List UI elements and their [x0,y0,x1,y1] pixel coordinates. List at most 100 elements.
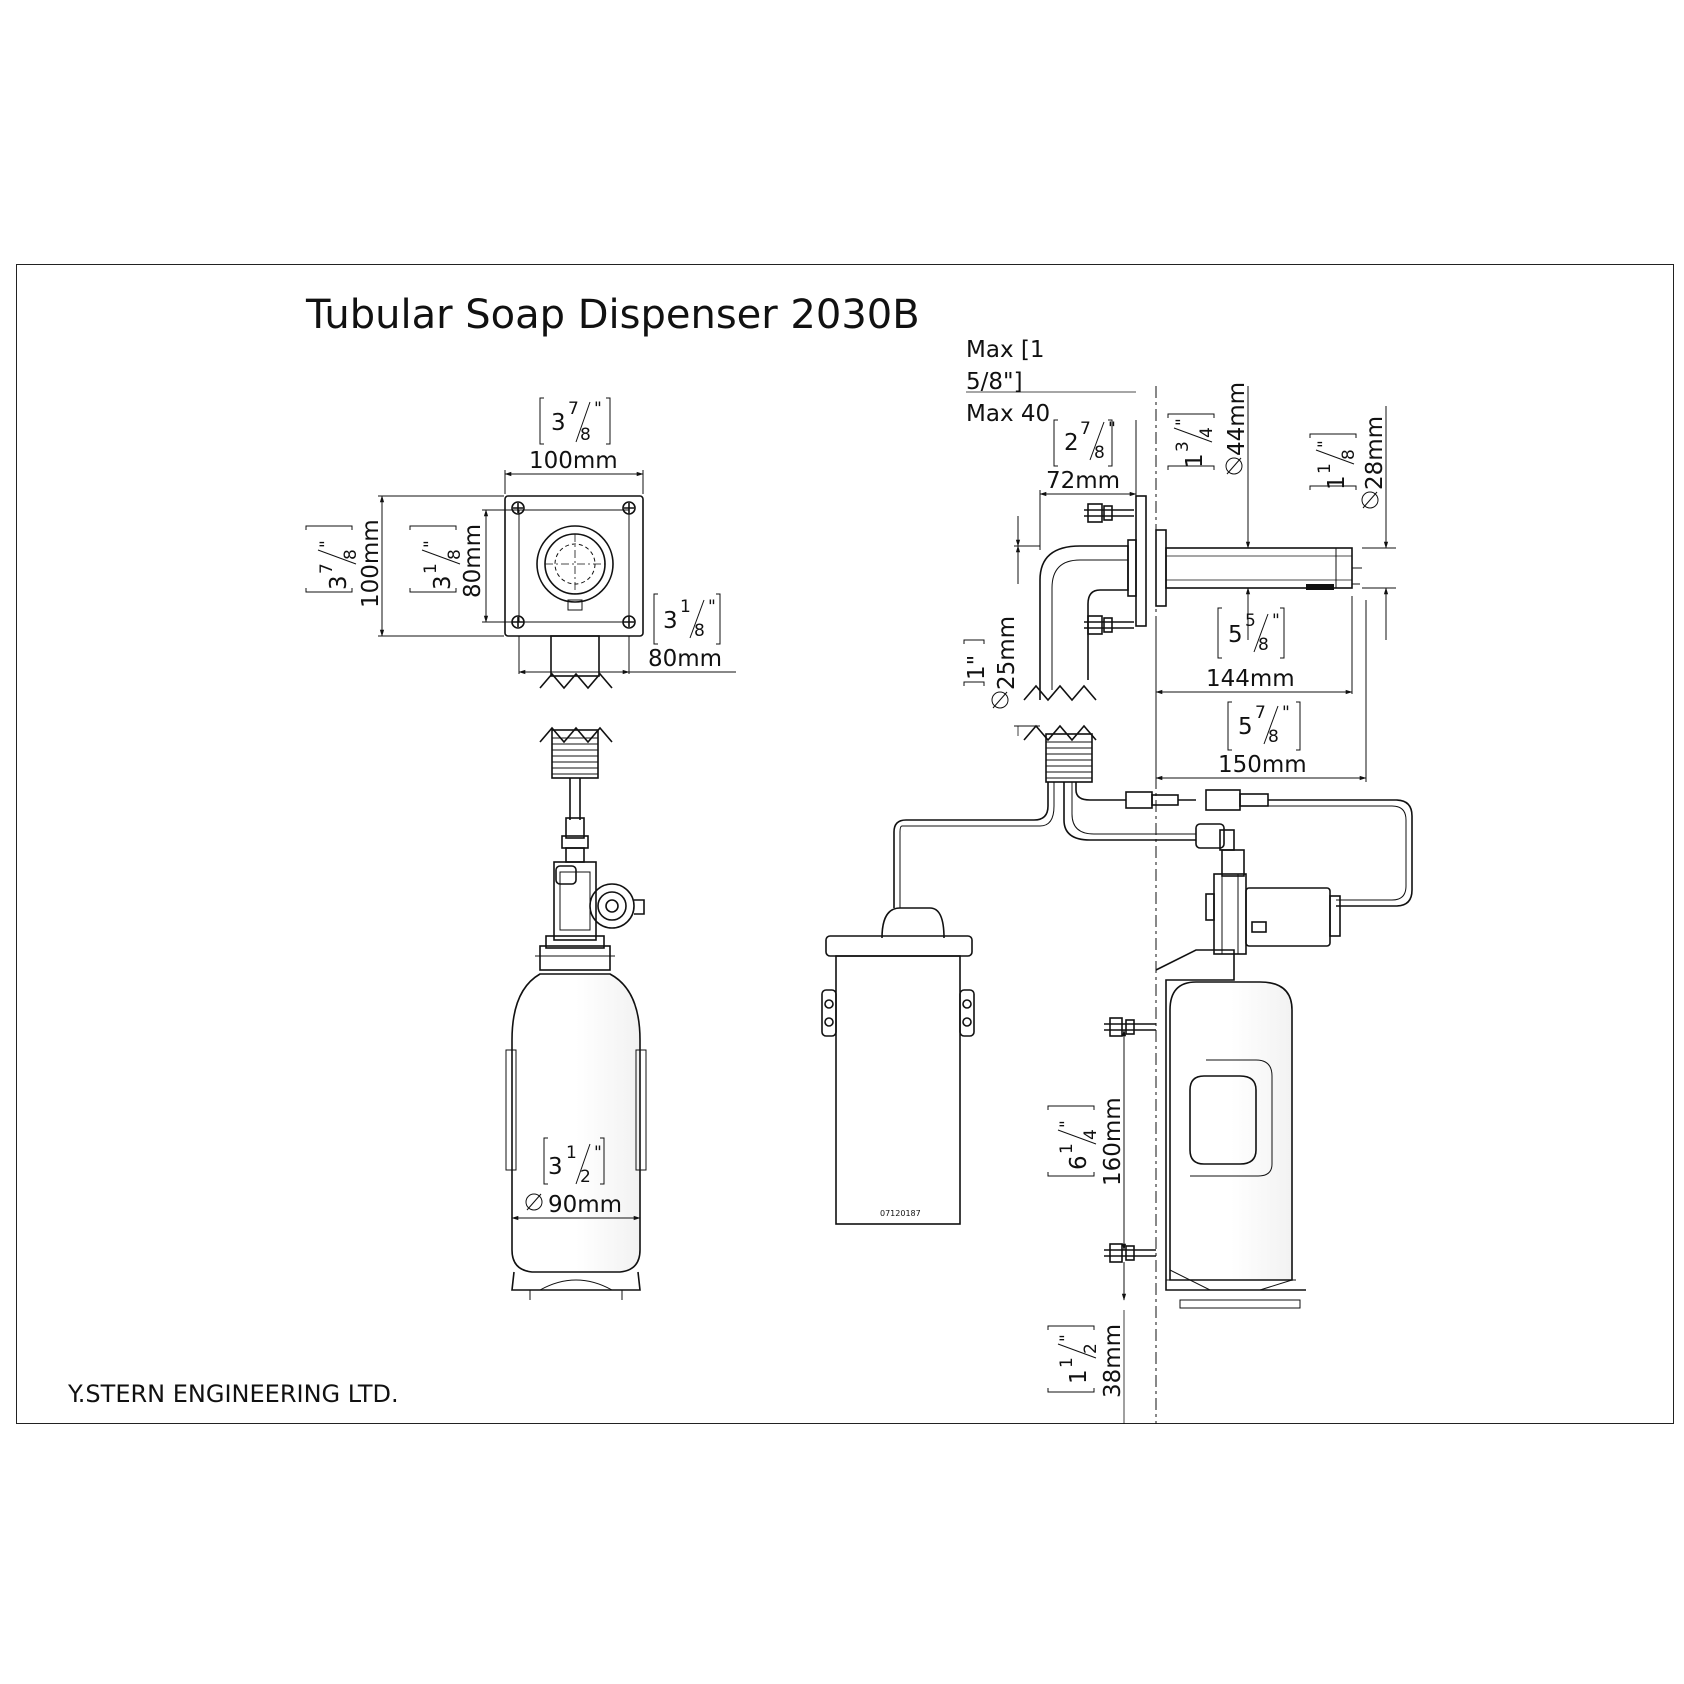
soap-bottle [1169,981,1293,1281]
bottle-base [511,1271,641,1291]
dim-spout-diameter [1166,386,1256,640]
dim-bracket-mm: 160mm [1100,1097,1126,1186]
dim-pipe-fraction: 1" [964,655,990,680]
dim-height-inner-num: 1 [421,563,441,574]
dim-height-inner-den: 8 [445,549,465,560]
dim-bottom-whole: 1 [1066,1369,1092,1384]
dim-width-top-den: 8 [580,425,591,445]
side-view [821,386,1413,1424]
dim-pipe-mm: 25mm [994,616,1020,690]
dim-bottle-diameter [511,1137,641,1221]
wall-bracket [1135,495,1147,627]
svg-text:": " [1057,1120,1077,1128]
dim-height-outer-mm: 100mm [358,519,384,608]
dim-spout-length [1155,596,1353,695]
svg-text:": " [421,540,441,548]
pump-body [1213,873,1247,955]
valve-icon [589,883,645,929]
dim-bottom-num: 1 [1057,1357,1077,1368]
dim-tip-den: 8 [1339,449,1359,460]
elbow-fitting [1195,823,1225,849]
dim-bottom-mm: 38mm [1100,1324,1126,1398]
break-line-top [1023,684,1097,702]
dim-depth-whole: 2 [1064,430,1079,456]
dim-bracket-num: 1 [1057,1143,1077,1154]
bottle-window [1189,1075,1257,1165]
max-note-line-2: 5/8"] [966,369,1023,395]
dim-width-inner-mm: 80mm [648,646,722,672]
dim-spout-length-whole: 5 [1228,622,1243,648]
dim-overall-whole: 5 [1238,714,1253,740]
spout-flange [1155,529,1167,607]
plate-inner-outline [518,509,630,623]
dim-height-inner-mm: 80mm [460,524,486,598]
dim-depth [966,391,1137,550]
dim-height-outer [305,495,504,637]
dim-spout-den: 4 [1197,427,1217,438]
dim-spout-length-den: 8 [1258,635,1269,655]
dim-tip-whole: 1 [1324,475,1350,490]
dim-width-inner-den: 8 [694,621,705,641]
soap-bottle [511,973,641,1273]
dim-bottle-mm: 90mm [548,1192,622,1218]
dim-bracket-whole: 6 [1066,1155,1092,1170]
threaded-nut [551,729,599,779]
dim-bracket-den: 4 [1081,1129,1101,1140]
dim-overall-length [1155,600,1367,782]
connector [565,817,585,839]
dim-height-outer-num: 7 [317,563,337,574]
sensor-cable [1075,782,1126,801]
svg-text:": " [1173,418,1193,426]
svg-text:": " [1108,419,1116,439]
mounting-stud-icon [1104,1017,1156,1263]
dim-bottle-den: 2 [580,1167,591,1187]
drawing-title: Tubular Soap Dispenser 2030B [306,292,920,338]
break-line-bottom [1023,724,1097,742]
dim-spout-mm: 44mm [1224,382,1250,456]
dim-bottom-den: 2 [1081,1343,1101,1354]
battery-label: 07120187 [880,1209,921,1218]
dim-depth-den: 8 [1094,443,1105,463]
plug-connector [1125,791,1153,809]
dim-bottle-num: 1 [566,1143,577,1163]
svg-text:": " [1315,440,1335,448]
dim-pipe-diameter [963,516,1040,736]
dim-width-top-mm: 100mm [529,448,618,474]
dim-depth-mm: 72mm [1046,468,1120,494]
dim-height-inner-whole: 3 [430,575,456,590]
centerline [545,534,605,594]
front-view [305,397,736,1300]
max-note: Max [1 5/8"] Max 40 [966,334,1050,430]
dim-width-top [504,397,644,494]
pump-cable [1063,782,1196,841]
bottle-holder [1155,949,1306,1291]
dim-tip-num: 1 [1315,463,1335,474]
max-note-line-3: Max 40 [966,401,1051,427]
dim-spout-length-num: 5 [1245,611,1256,631]
stem [550,635,600,677]
battery-cable [893,782,1049,908]
dim-spout-whole: 1 [1182,453,1208,468]
dim-bracket-height [1047,1029,1127,1251]
dim-bottle-whole: 3 [548,1154,563,1180]
elbow-pipe [1039,545,1129,700]
dim-width-inner-whole: 3 [663,608,678,634]
dim-overall-den: 8 [1268,727,1279,747]
svg-text:": " [1282,703,1290,723]
dim-height-outer-whole: 3 [326,575,352,590]
svg-text:": " [317,540,337,548]
drawing-sheet-border [16,264,1674,1424]
dim-height-outer-den: 8 [341,549,361,560]
outlet-outer-ring [536,525,614,603]
dim-spout-length-mm: 144mm [1206,666,1295,692]
svg-text:": " [594,399,602,419]
dim-height-inner [409,509,518,623]
company-name: Y.STERN ENGINEERING LTD. [68,1380,399,1408]
pump-motor [1245,887,1331,947]
dim-spout-num: 3 [1173,441,1193,452]
pump-body [553,861,597,941]
break-line-bottom [539,726,613,744]
svg-text:": " [1272,611,1280,631]
dim-tip-diameter [1309,406,1396,640]
